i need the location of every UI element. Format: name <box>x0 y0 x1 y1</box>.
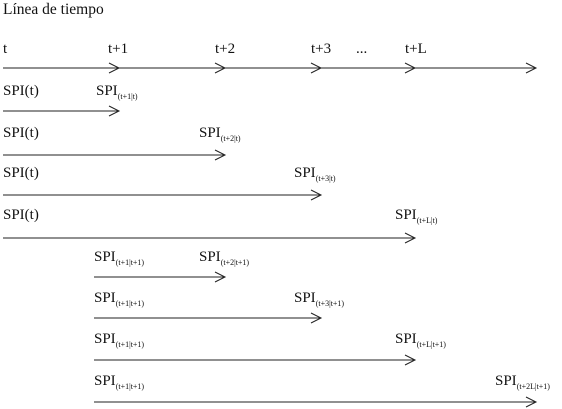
row-start-label: SPI(t+1|t+1) <box>94 331 144 349</box>
timeline-axis: t t+1 t+2 t+3... t+L <box>3 41 538 74</box>
timeline-tick-label: t <box>3 41 8 57</box>
row-start-label: SPI(t+1|t+1) <box>94 290 144 308</box>
timeline-arrowhead <box>108 62 121 74</box>
row-end-label: SPI(t+3|t+1) <box>294 290 344 308</box>
timeline-tick-label: t+3 <box>311 41 331 57</box>
row-end-label: SPI(t+L|t) <box>395 207 438 225</box>
row-start-label: SPI(t) <box>3 83 39 99</box>
timeline-arrowhead <box>214 62 227 74</box>
forecast-row: SPI(t) SPI(t+3|t) <box>3 165 336 201</box>
forecast-arrow <box>94 312 323 324</box>
diagram-title: Línea de tiempo <box>3 1 104 18</box>
forecast-row: SPI(t+1|t+1) SPI(t+L|t+1) <box>94 331 446 366</box>
row-end-label: SPI(t+2|t+1) <box>199 249 249 267</box>
forecast-row: SPI(t) SPI(t+L|t) <box>3 207 438 244</box>
timeline-tick-label: ... <box>356 41 367 57</box>
forecast-row: SPI(t+1|t+1) SPI(t+2L|t+1) <box>94 373 550 408</box>
forecast-rows: SPI(t)SPI(t+1|t)SPI(t)SPI(t+2|t)SPI(t)SP… <box>3 83 550 408</box>
timeline-tick-label: t+2 <box>215 41 235 57</box>
timeline-arrowhead <box>404 62 417 74</box>
forecast-arrow <box>3 232 417 244</box>
forecast-row: SPI(t+1|t+1) SPI(t+3|t+1) <box>94 290 344 324</box>
row-end-label: SPI(t+3|t) <box>294 165 336 183</box>
forecast-arrow <box>94 396 538 408</box>
timeline-tick-label: t+1 <box>108 41 128 57</box>
row-start-label: SPI(t) <box>3 125 39 141</box>
row-end-label: SPI(t+2|t) <box>199 125 241 143</box>
forecast-row: SPI(t) SPI(t+1|t) <box>3 83 138 117</box>
row-start-label: SPI(t+1|t+1) <box>94 373 144 391</box>
row-start-label: SPI(t+1|t+1) <box>94 249 144 267</box>
timeline-tick-label: t+L <box>405 41 427 57</box>
row-start-label: SPI(t) <box>3 207 39 223</box>
forecast-arrow <box>94 271 227 283</box>
forecast-arrow <box>3 105 121 117</box>
forecast-arrow <box>94 354 417 366</box>
row-end-label: SPI(t+L|t+1) <box>395 331 446 349</box>
row-end-label: SPI(t+2L|t+1) <box>495 373 550 391</box>
forecast-arrow <box>3 189 323 201</box>
forecast-row: SPI(t+1|t+1) SPI(t+2|t+1) <box>94 249 249 283</box>
forecast-arrow <box>3 149 227 161</box>
forecast-row: SPI(t) SPI(t+2|t) <box>3 125 241 161</box>
row-start-label: SPI(t) <box>3 165 39 181</box>
row-end-label: SPI(t+1|t) <box>96 83 138 101</box>
timeline-arrowhead <box>310 62 323 74</box>
timeline-arrowhead <box>525 62 538 74</box>
